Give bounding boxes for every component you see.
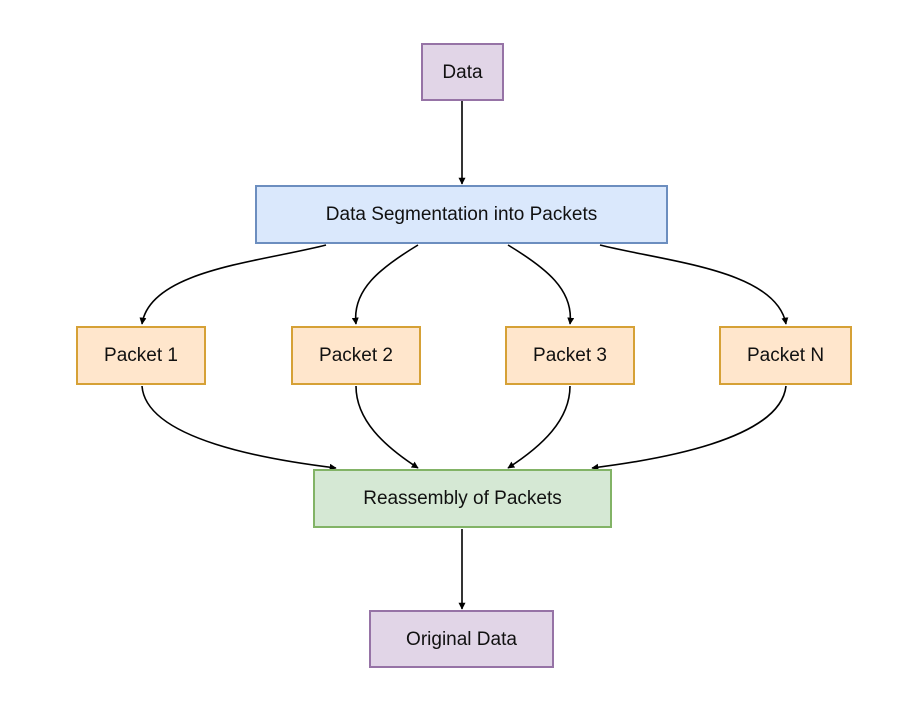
- node-original-data: Original Data: [369, 610, 554, 668]
- edge-segmentation-to-packet-1: [139, 244, 327, 325]
- node-packet-n-label: Packet N: [746, 345, 825, 366]
- edge-packet-3-to-reassembly: [507, 385, 571, 469]
- node-packet-2-label: Packet 2: [319, 345, 393, 366]
- node-packet-2: Packet 2: [291, 326, 421, 385]
- node-packet-1: Packet 1: [76, 326, 206, 385]
- node-data-segmentation: Data Segmentation into Packets: [255, 185, 668, 244]
- edge-segmentation-to-packet-3: [507, 244, 575, 325]
- node-packet-n: Packet N: [719, 326, 852, 385]
- edge-packet-n-to-reassembly: [591, 385, 787, 471]
- edge-segmentation-to-packet-2: [351, 244, 419, 325]
- edge-packet-2-to-reassembly: [355, 385, 419, 469]
- node-data-segmentation-label: Data Segmentation into Packets: [325, 204, 598, 225]
- node-packet-1-label: Packet 1: [104, 345, 178, 366]
- edge-packet-1-to-reassembly: [141, 385, 337, 471]
- node-packet-3-label: Packet 3: [533, 345, 607, 366]
- node-data: Data: [421, 43, 504, 101]
- node-packet-3: Packet 3: [505, 326, 635, 385]
- node-data-label: Data: [442, 61, 483, 83]
- node-reassembly: Reassembly of Packets: [313, 469, 612, 528]
- node-original-data-label: Original Data: [406, 628, 517, 650]
- node-reassembly-label: Reassembly of Packets: [363, 488, 562, 509]
- edge-segmentation-to-packet-n: [599, 244, 789, 325]
